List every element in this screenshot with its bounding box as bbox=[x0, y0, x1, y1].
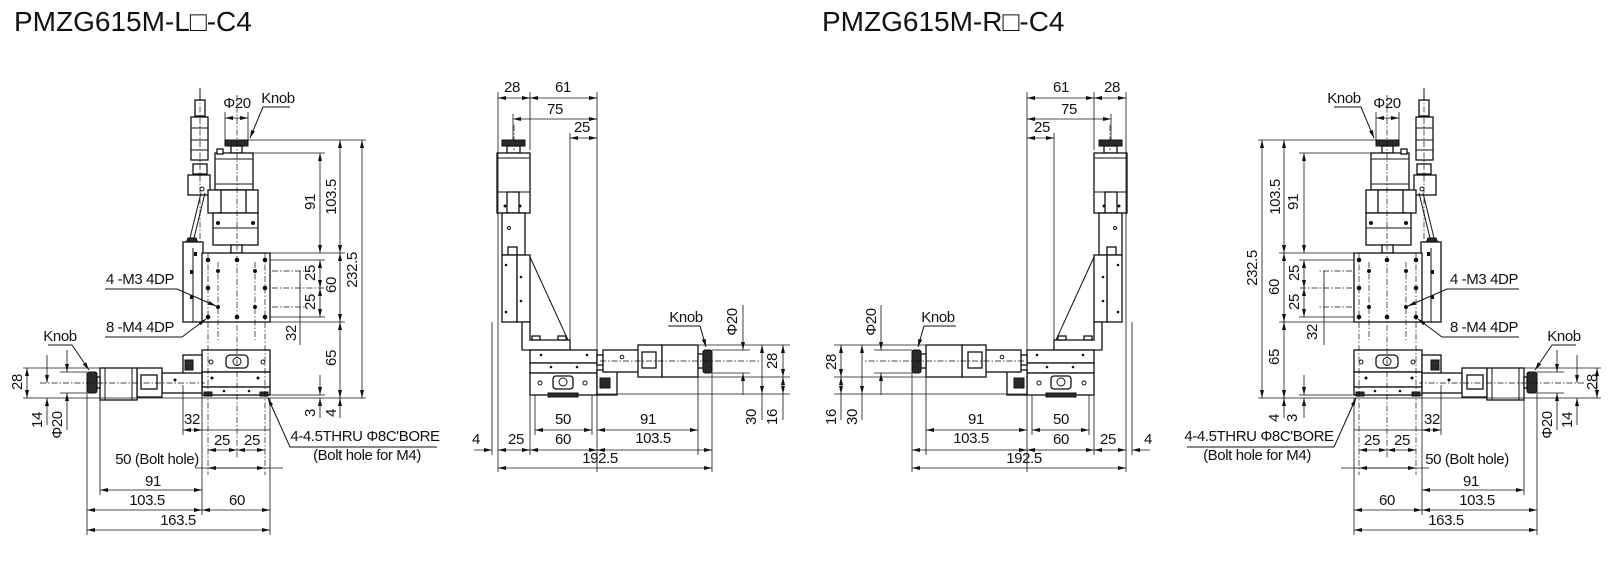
dim-32: 32 bbox=[1424, 411, 1440, 428]
dim-50: 50 bbox=[555, 411, 571, 428]
dim-4: 4 bbox=[1266, 414, 1283, 422]
title-right-model: PMZG615M-R□-C4 bbox=[822, 6, 1065, 37]
dim-91: 91 bbox=[968, 411, 984, 428]
dim-65: 65 bbox=[323, 350, 340, 366]
knob-label: Knob bbox=[1547, 328, 1580, 345]
left-side-view-labels: 28 61 75 25 Knob 50 91 60 103.5 4 25 192… bbox=[472, 79, 781, 467]
bolt-hole-spec: 4-4.5THRU Φ8C'BORE bbox=[290, 428, 440, 445]
right-front-view-labels: Φ20 Knob 4 -M3 4DP 8 -M4 4DP Knob 32 25 … bbox=[1184, 90, 1601, 529]
dim-4: 4 bbox=[472, 431, 480, 448]
dim-25: 25 bbox=[574, 119, 590, 136]
knob-diameter-label: Φ20 bbox=[724, 308, 741, 336]
knob-diameter-label: Φ20 bbox=[1373, 95, 1401, 112]
dim-4: 4 bbox=[323, 409, 340, 417]
dim-14: 14 bbox=[1559, 412, 1576, 428]
knob-label: Knob bbox=[921, 309, 954, 326]
dim-91: 91 bbox=[145, 473, 161, 490]
dim-163-5: 163.5 bbox=[160, 512, 196, 529]
dim-32: 32 bbox=[184, 411, 200, 428]
dim-25: 25 bbox=[508, 431, 524, 448]
dim-163-5: 163.5 bbox=[1428, 512, 1464, 529]
dim-25: 25 bbox=[1394, 432, 1410, 449]
dim-3: 3 bbox=[302, 409, 319, 417]
dim-25: 25 bbox=[302, 265, 319, 281]
dim-30: 30 bbox=[844, 409, 861, 425]
dim-32: 32 bbox=[283, 325, 300, 341]
knob-diameter-label: Φ20 bbox=[49, 411, 66, 439]
m4-tap-label: 8 -M4 4DP bbox=[1450, 319, 1518, 336]
dim-60: 60 bbox=[1053, 431, 1069, 448]
dim-50-bolt-hole: 50 (Bolt hole) bbox=[1425, 451, 1509, 468]
dim-28: 28 bbox=[823, 354, 840, 370]
knob-diameter-label: Φ20 bbox=[863, 308, 880, 336]
dim-60: 60 bbox=[323, 277, 340, 293]
dim-103-5: 103.5 bbox=[1267, 179, 1284, 215]
dim-28: 28 bbox=[1104, 79, 1120, 96]
dim-16: 16 bbox=[823, 409, 840, 425]
m3-tap-label: 4 -M3 4DP bbox=[106, 271, 174, 288]
dim-192-5: 192.5 bbox=[1006, 450, 1042, 467]
knob-label: Knob bbox=[261, 90, 294, 107]
dim-75: 75 bbox=[1061, 101, 1077, 118]
dim-75: 75 bbox=[547, 101, 563, 118]
dim-25: 25 bbox=[302, 294, 319, 310]
knob-label: Knob bbox=[43, 328, 76, 345]
dim-25: 25 bbox=[1364, 432, 1380, 449]
knob-diameter-label: Φ20 bbox=[223, 95, 251, 112]
dim-232-5: 232.5 bbox=[1244, 250, 1261, 286]
dim-61: 61 bbox=[1053, 79, 1069, 96]
m4-tap-label: 8 -M4 4DP bbox=[106, 319, 174, 336]
dim-28: 28 bbox=[504, 79, 520, 96]
dim-103-5: 103.5 bbox=[953, 430, 989, 447]
dim-61: 61 bbox=[555, 79, 571, 96]
dim-60: 60 bbox=[1266, 279, 1283, 295]
dim-192-5: 192.5 bbox=[582, 450, 618, 467]
dim-65: 65 bbox=[1266, 349, 1283, 365]
dim-103-5: 103.5 bbox=[129, 492, 165, 509]
dim-60: 60 bbox=[555, 431, 571, 448]
dim-25: 25 bbox=[1100, 431, 1116, 448]
dim-50: 50 bbox=[1053, 411, 1069, 428]
dim-91: 91 bbox=[640, 411, 656, 428]
dim-60: 60 bbox=[1379, 492, 1395, 509]
dim-25: 25 bbox=[214, 432, 230, 449]
knob-diameter-label: Φ20 bbox=[1539, 411, 1556, 439]
dim-60: 60 bbox=[229, 492, 245, 509]
m3-tap-label: 4 -M3 4DP bbox=[1450, 271, 1518, 288]
dim-91: 91 bbox=[302, 194, 319, 210]
dim-3: 3 bbox=[1284, 414, 1301, 422]
knob-label: Knob bbox=[1327, 90, 1360, 107]
dim-25: 25 bbox=[244, 432, 260, 449]
dim-232-5: 232.5 bbox=[344, 252, 361, 288]
dim-25: 25 bbox=[1286, 294, 1303, 310]
dim-91: 91 bbox=[1463, 473, 1479, 490]
bolt-hole-note: (Bolt hole for M4) bbox=[1203, 447, 1311, 464]
bolt-hole-spec: 4-4.5THRU Φ8C'BORE bbox=[1184, 428, 1334, 445]
dim-103-5: 103.5 bbox=[323, 179, 340, 215]
dim-30: 30 bbox=[743, 409, 760, 425]
dim-4: 4 bbox=[1144, 431, 1152, 448]
dim-103-5: 103.5 bbox=[635, 430, 671, 447]
title-left-model: PMZG615M-L□-C4 bbox=[14, 6, 252, 37]
dim-50-bolt-hole: 50 (Bolt hole) bbox=[115, 451, 199, 468]
dim-25: 25 bbox=[1034, 119, 1050, 136]
dim-25: 25 bbox=[1286, 265, 1303, 281]
left-front-view-labels: Φ20 Knob 4 -M3 4DP 8 -M4 4DP Knob 32 25 … bbox=[9, 90, 440, 529]
dim-28: 28 bbox=[9, 374, 26, 390]
knob-label: Knob bbox=[669, 309, 702, 326]
dim-91: 91 bbox=[1285, 194, 1302, 210]
dim-28: 28 bbox=[764, 353, 781, 369]
dim-28: 28 bbox=[1584, 374, 1601, 390]
bolt-hole-note: (Bolt hole for M4) bbox=[313, 447, 421, 464]
right-side-view-labels: 28 61 75 25 Knob 50 91 60 103.5 4 25 192… bbox=[823, 79, 1152, 467]
dim-32: 32 bbox=[1304, 324, 1321, 340]
dim-14: 14 bbox=[29, 412, 46, 428]
dim-16: 16 bbox=[764, 409, 781, 425]
dim-103-5: 103.5 bbox=[1459, 492, 1495, 509]
